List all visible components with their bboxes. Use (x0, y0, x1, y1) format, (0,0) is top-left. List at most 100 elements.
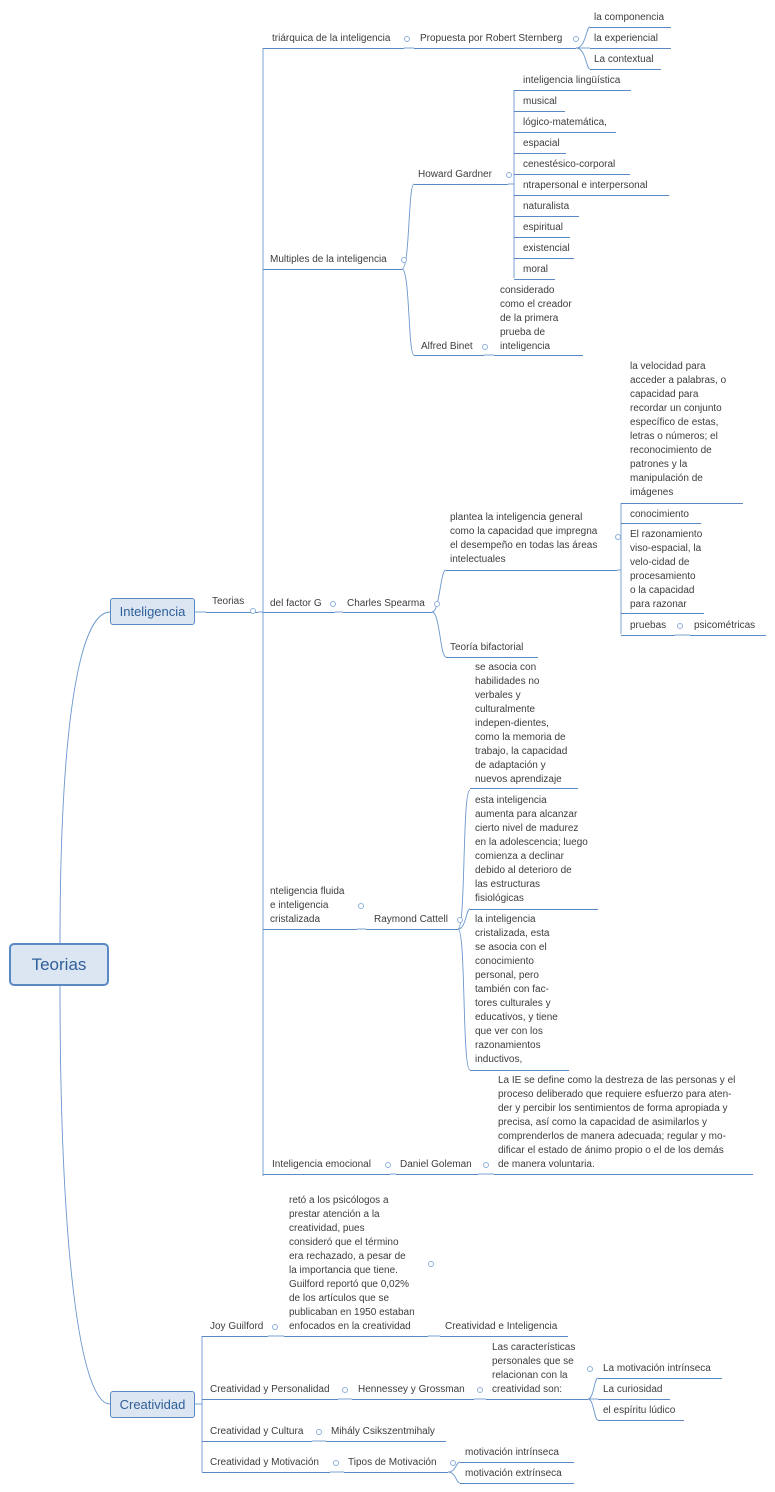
collapse-dot-icon[interactable] (401, 257, 407, 263)
gardner-item[interactable]: naturalista (523, 201, 570, 212)
mihaly-node[interactable]: Mihály Csikszentmihaly (331, 1426, 435, 1437)
gardner-item[interactable]: musical (523, 96, 557, 107)
fluida-node[interactable]: nteligencia fluida e inteligencia crista… (270, 886, 345, 925)
fluida-desc-1[interactable]: se asocia con habilidades no verbales y … (475, 662, 568, 785)
motivacion-node[interactable]: Creatividad y Motivación (210, 1457, 319, 1468)
spearman-node[interactable]: Charles Spearma (347, 598, 425, 609)
underline (514, 174, 630, 175)
gardner-item[interactable]: espiritual (523, 222, 564, 233)
motivacion-item-2[interactable]: motivación extrínseca (465, 1468, 562, 1479)
factor-g-node[interactable]: del factor G (270, 598, 322, 609)
collapse-dot-icon[interactable] (506, 172, 512, 178)
collapse-dot-icon[interactable] (615, 534, 621, 540)
velocidad-node[interactable]: la velocidad para acceder a palabras, o … (630, 361, 727, 498)
collapse-dot-icon[interactable] (385, 1162, 391, 1168)
collapse-dot-icon[interactable] (316, 1429, 322, 1435)
binet-desc[interactable]: considerado como el creador de la primer… (500, 285, 572, 352)
underline (343, 612, 432, 613)
underline (514, 216, 579, 217)
collapse-dot-icon[interactable] (428, 1261, 434, 1267)
multiples-underline (263, 269, 402, 270)
gardner-item[interactable]: cenestésico-corporal (523, 159, 616, 170)
underline (440, 1336, 568, 1337)
guilford-node[interactable]: Joy Guilford (210, 1321, 264, 1332)
collapse-dot-icon[interactable] (250, 608, 256, 614)
collapse-dot-icon[interactable] (477, 1387, 483, 1393)
collapse-dot-icon[interactable] (573, 36, 579, 42)
fluida-desc-2[interactable]: esta inteligencia aumenta para alcanzar … (475, 795, 588, 904)
underline (621, 523, 701, 524)
collapse-dot-icon[interactable] (272, 1324, 278, 1330)
personalidad-desc[interactable]: Las características personales que se re… (492, 1342, 576, 1395)
gardner-item[interactable]: inteligencia lingüística (523, 75, 621, 86)
underline (621, 613, 704, 614)
gardner-item[interactable]: lógico-matemática, (523, 117, 607, 128)
gardner-item[interactable]: moral (523, 264, 549, 275)
collapse-dot-icon[interactable] (358, 903, 364, 909)
personalidad-item-1[interactable]: La motivación intrínseca (603, 1363, 711, 1374)
razonamiento-node[interactable]: El razonamiento viso-espacial, la velo-c… (630, 529, 703, 610)
sternberg-node[interactable]: Propuesta por Robert Sternberg (420, 33, 563, 44)
underline (460, 1462, 574, 1463)
collapse-dot-icon[interactable] (342, 1387, 348, 1393)
collapse-dot-icon[interactable] (434, 601, 440, 607)
goleman-desc[interactable]: La IE se define como la destreza de las … (498, 1075, 736, 1170)
collapse-dot-icon[interactable] (333, 1460, 339, 1466)
collapse-dot-icon[interactable] (482, 344, 488, 350)
collapse-dot-icon[interactable] (404, 36, 410, 42)
teorias-node[interactable]: Teorias (212, 596, 245, 607)
underline (263, 612, 335, 613)
underline (202, 1336, 268, 1337)
tipos-node[interactable]: Tipos de Motivación (348, 1457, 437, 1468)
underline (621, 635, 675, 636)
personalidad-item-3[interactable]: el espíritu lúdico (603, 1405, 676, 1416)
underline (263, 1174, 390, 1175)
gardner-item[interactable]: ntrapersonal e interpersonal (523, 180, 648, 191)
topic-creatividad[interactable]: Creatividad (110, 1391, 195, 1418)
binet-node[interactable]: Alfred Binet (421, 341, 473, 352)
collapse-dot-icon[interactable] (457, 917, 463, 923)
gardner-item[interactable]: existencial (523, 243, 570, 254)
underline (590, 69, 661, 70)
pruebas-node[interactable]: pruebas (630, 620, 667, 631)
underline (414, 355, 484, 356)
collapse-dot-icon[interactable] (483, 1162, 489, 1168)
underline (284, 1336, 428, 1337)
hennessey-node[interactable]: Hennessey y Grossman (358, 1384, 465, 1395)
underline (690, 635, 766, 636)
fluida-desc-3[interactable]: la inteligencia cristalizada, esta se as… (475, 914, 558, 1065)
triarquica-node[interactable]: triárquica de la inteligencia (272, 33, 391, 44)
creatividad-inteligencia-node[interactable]: Creatividad e Inteligencia (445, 1321, 558, 1332)
underline (446, 657, 538, 658)
collapse-dot-icon[interactable] (587, 1366, 593, 1372)
conocimiento-node[interactable]: conocimiento (630, 509, 689, 520)
sternberg-item-3[interactable]: La contextual (594, 54, 654, 65)
underline (486, 1399, 588, 1400)
plantea-node[interactable]: plantea la inteligencia general como la … (450, 512, 598, 565)
collapse-dot-icon[interactable] (330, 601, 336, 607)
guilford-desc[interactable]: retó a los psicólogos a prestar atención… (289, 1195, 415, 1332)
topic-inteligencia[interactable]: Inteligencia (110, 598, 195, 625)
multiples-node[interactable]: Multiples de la inteligencia (270, 254, 387, 265)
personalidad-node[interactable]: Creatividad y Personalidad (210, 1384, 330, 1395)
personalidad-item-2[interactable]: La curiosidad (603, 1384, 663, 1395)
gardner-item[interactable]: espacial (523, 138, 560, 149)
cattell-node[interactable]: Raymond Cattell (374, 914, 448, 925)
collapse-dot-icon[interactable] (450, 1460, 456, 1466)
topic-inteligencia-label: Inteligencia (119, 604, 186, 619)
root-topic[interactable]: Teorias (9, 943, 109, 986)
underline (590, 27, 671, 28)
underline (514, 237, 570, 238)
collapse-dot-icon[interactable] (677, 623, 683, 629)
gardner-node[interactable]: Howard Gardner (418, 169, 492, 180)
psicometricas-node[interactable]: psicométricas (694, 620, 756, 631)
bifactorial-node[interactable]: Teoría bifactorial (450, 642, 524, 653)
cultura-node[interactable]: Creatividad y Cultura (210, 1426, 304, 1437)
underline (514, 153, 566, 154)
emocional-node[interactable]: Inteligencia emocional (272, 1159, 371, 1170)
sternberg-item-1[interactable]: la componencia (594, 12, 665, 23)
sternberg-item-2[interactable]: la experiencial (594, 33, 658, 44)
goleman-node[interactable]: Daniel Goleman (400, 1159, 472, 1170)
motivacion-item-1[interactable]: motivación intrínseca (465, 1447, 559, 1458)
underline (514, 195, 669, 196)
